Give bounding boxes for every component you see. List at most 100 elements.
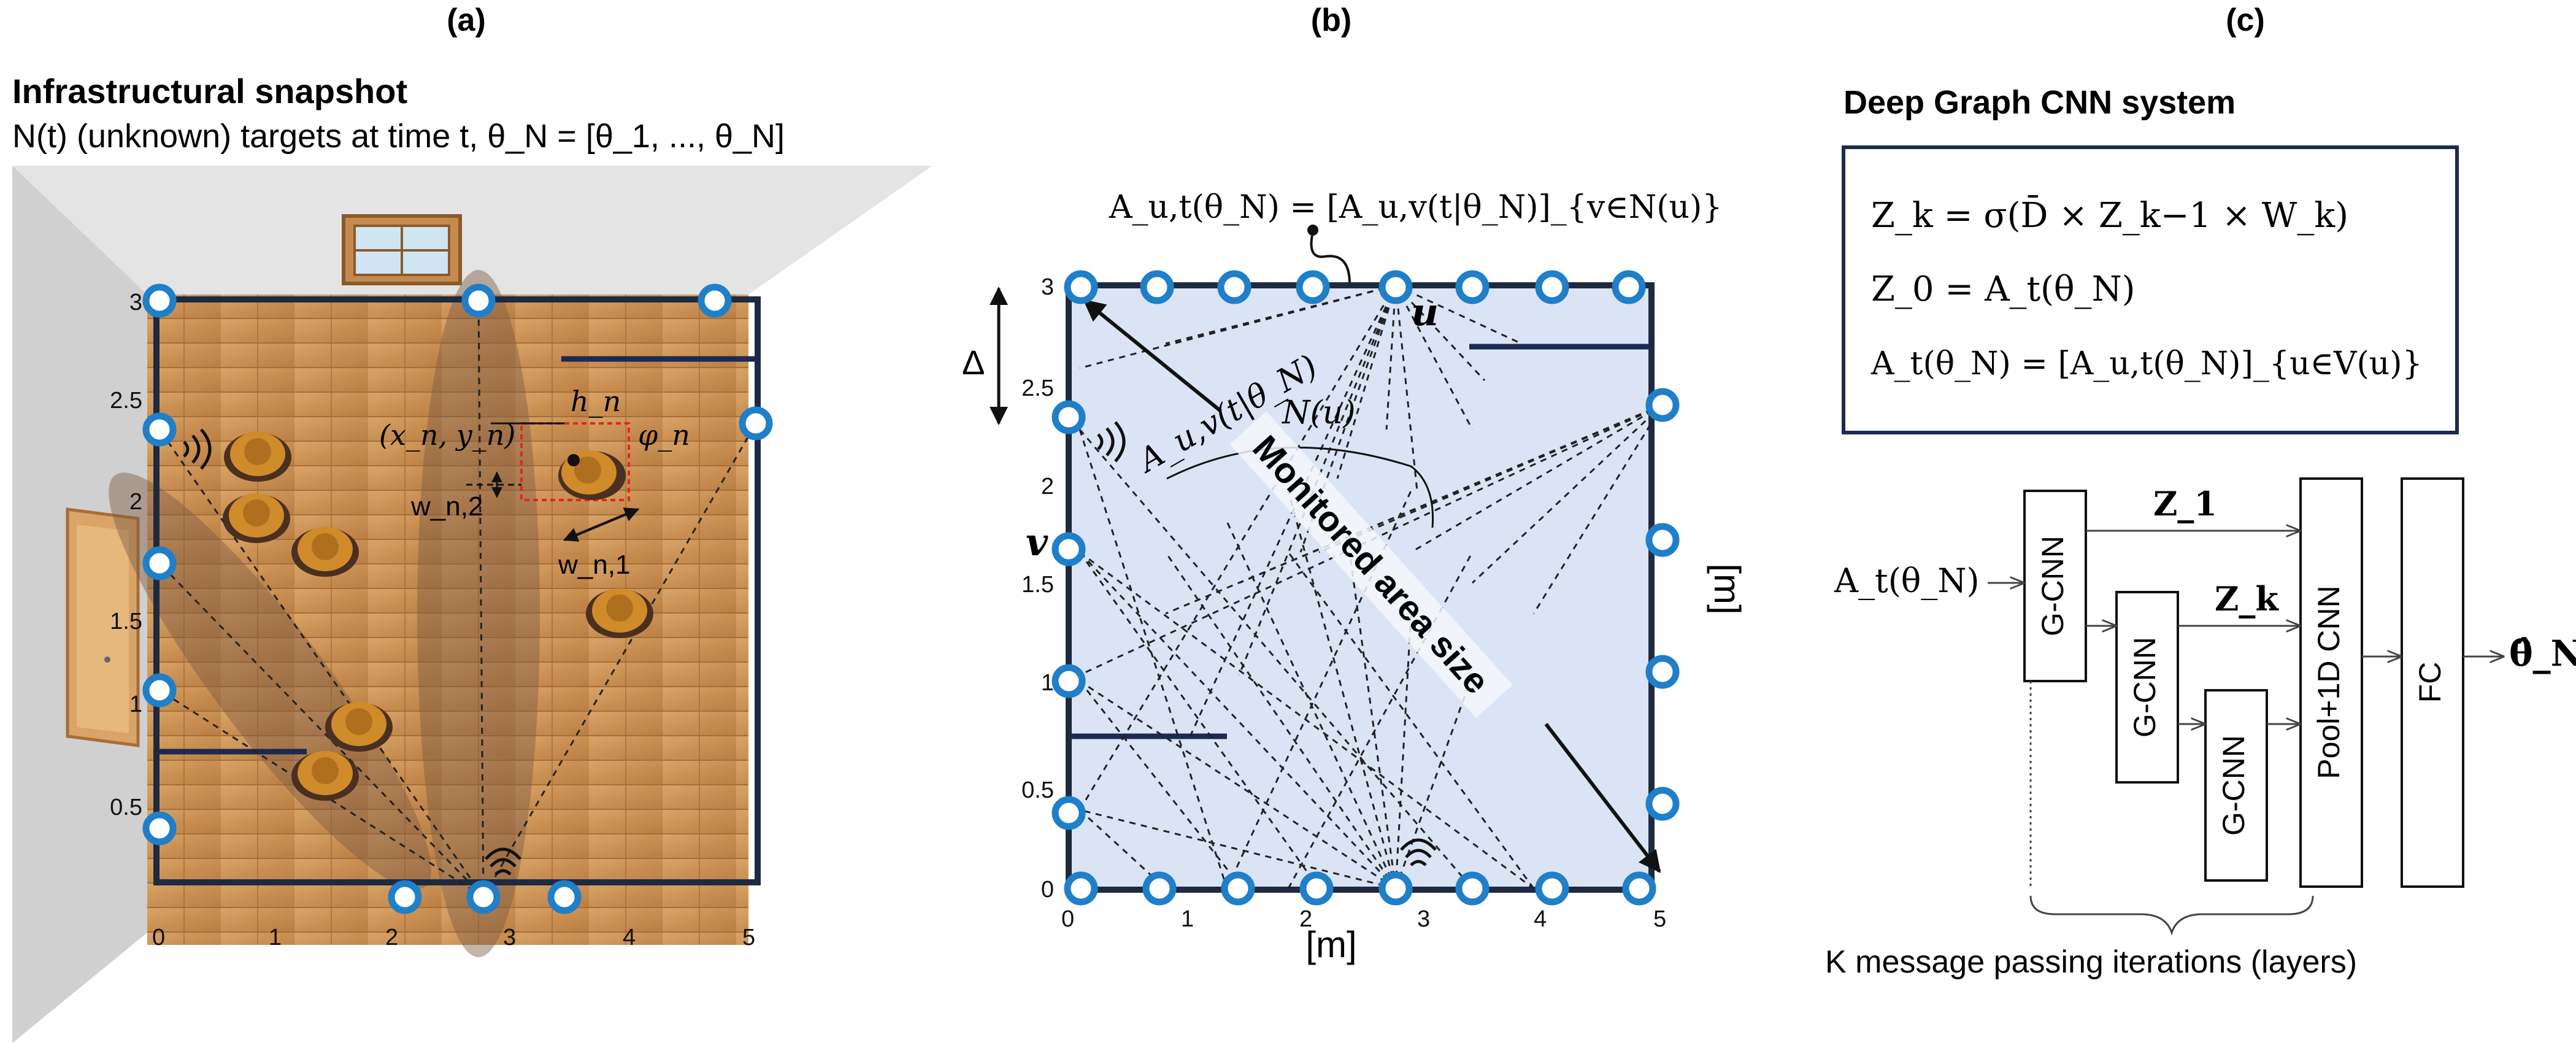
a-formula: A_u,t(θ_N) = [A_u,v(t|θ_N)]_{v∈N(u)} xyxy=(1109,189,1722,226)
equation-3: A_t(θ_N) = [A_u,t(θ_N)]_{u∈V(u)} xyxy=(1870,345,2423,382)
sensor-node xyxy=(1455,871,1490,906)
person-icon xyxy=(291,751,359,801)
equation-1: Z_k = σ(D̄ × Z_k−1 × W_k) xyxy=(1871,195,2348,236)
sensor-node xyxy=(739,406,773,441)
x-tick: 1 xyxy=(269,925,282,950)
u-label: u xyxy=(1411,290,1439,334)
person-icons xyxy=(223,422,653,801)
gcnn-block-2 xyxy=(2115,591,2179,784)
y-unit-label: [m] xyxy=(1707,563,1748,614)
target-annotations: (x_n, y_n) h_n φ_n w_n,2 w_n,1 xyxy=(379,385,690,580)
sensor-node xyxy=(1645,388,1680,422)
panel-b: (b) A_u,t(θ_N) = [A_u,v(t|θ_N)]_{v∈N(u)} xyxy=(962,2,1748,965)
person-icon-highlighted xyxy=(520,422,630,501)
panel-b-y-ticks: 0 0.5 1 1.5 2 2.5 3 xyxy=(1021,274,1054,903)
sensor-node xyxy=(1645,655,1680,689)
panel-b-x-ticks: 0 1 2 3 4 5 xyxy=(1061,906,1666,932)
panel-a-title: Infrastructural snapshot xyxy=(12,72,407,110)
sensor-node xyxy=(1052,664,1086,698)
h-label: h_n xyxy=(571,385,621,418)
panel-c-tag: (c) xyxy=(2226,2,2265,38)
y-tick: 2 xyxy=(1041,474,1054,499)
person-icon xyxy=(325,702,393,752)
x-tick: 5 xyxy=(742,925,755,950)
window-icon xyxy=(342,214,462,285)
y-tick: 2.5 xyxy=(1021,376,1054,401)
z1-label: Z_1 xyxy=(2153,484,2217,523)
zk-label: Z_k xyxy=(2215,579,2279,618)
panel-a-subtitle: N(t) (unknown) targets at time t, θ_N = … xyxy=(12,118,785,155)
sensor-node xyxy=(1455,270,1490,304)
equation-2: Z_0 = A_t(θ_N) xyxy=(1871,269,2135,309)
sensor-node xyxy=(1052,796,1086,830)
sensor-node xyxy=(1052,400,1086,434)
sensor-nodes-a xyxy=(142,283,773,914)
sensor-node-v xyxy=(1052,532,1086,566)
panel-a: (a) Infrastructural snapshot N(t) (unkno… xyxy=(12,2,932,1043)
sensor-node xyxy=(1221,871,1255,906)
x-unit-label: [m] xyxy=(1305,924,1356,965)
nu-label: N(u) xyxy=(1281,395,1356,431)
x-tick: 0 xyxy=(1061,906,1074,932)
person-icon xyxy=(586,588,653,638)
sensor-node xyxy=(1140,270,1174,304)
panel-a-tag: (a) xyxy=(447,2,486,38)
y-tick: 0.5 xyxy=(110,795,142,820)
y-tick: 1.5 xyxy=(110,609,142,634)
gcnn-block-1 xyxy=(2023,490,2087,682)
person-icon xyxy=(291,527,359,577)
delta-label: Δ xyxy=(962,343,985,382)
sensor-node xyxy=(1142,871,1177,906)
fc-block xyxy=(2401,477,2464,888)
sensor-node xyxy=(142,546,177,580)
signal-icon xyxy=(183,428,212,470)
position-label: (x_n, y_n) xyxy=(379,418,515,452)
x-tick: 4 xyxy=(623,925,636,950)
panel-a-y-ticks: 0.5 1 1.5 2 2.5 3 xyxy=(110,290,142,820)
sensor-node xyxy=(1296,270,1330,304)
sensor-node xyxy=(142,283,177,318)
sensor-node xyxy=(1535,270,1569,304)
fc-label: FC xyxy=(2413,662,2447,703)
sensor-node xyxy=(698,283,732,318)
gcnn-label-3: G-CNN xyxy=(2217,735,2251,836)
sensor-node-u xyxy=(1378,270,1413,304)
link-lines-b xyxy=(1078,284,1664,890)
sensor-node xyxy=(1622,871,1656,906)
neighborhood-arc xyxy=(1166,446,1434,528)
y-tick: 3 xyxy=(129,290,142,315)
panel-c: (c) Deep Graph CNN system Z_k = σ(D̄ × Z… xyxy=(1825,2,2576,980)
y-tick: 3 xyxy=(1041,274,1054,300)
x-tick: 4 xyxy=(1534,906,1547,932)
diagonal-arrow-down xyxy=(1544,723,1661,873)
sensor-node xyxy=(388,880,422,914)
signal-icon xyxy=(485,847,521,876)
sensor-node xyxy=(142,412,177,447)
y-tick: 1 xyxy=(129,692,142,717)
phi-label: φ_n xyxy=(638,418,690,452)
diagonal-arrow-up xyxy=(1083,299,1222,413)
sensor-node xyxy=(1645,787,1680,821)
sensor-node xyxy=(547,880,582,914)
y-tick: 2 xyxy=(129,489,142,515)
sensor-node xyxy=(142,673,177,707)
gcnn-label-1: G-CNN xyxy=(2036,536,2070,636)
sensor-node xyxy=(142,811,177,846)
layers-brace xyxy=(2029,895,2314,936)
x-tick: 2 xyxy=(1299,906,1312,932)
pool-label: Pool+1D CNN xyxy=(2312,585,2346,779)
gcnn-label-2: G-CNN xyxy=(2128,637,2162,738)
room-boundary xyxy=(153,296,761,885)
equation-box xyxy=(1842,145,2459,434)
sensor-node xyxy=(1299,871,1334,906)
sensor-node xyxy=(1535,871,1569,906)
beam-shadow-2 xyxy=(417,270,540,957)
person-icon xyxy=(223,493,290,543)
sensor-node xyxy=(1378,871,1413,906)
back-wall xyxy=(12,166,932,295)
sensor-node xyxy=(1064,871,1098,906)
gcnn-block-3 xyxy=(2204,689,2268,882)
layers-caption: K message passing iterations (layers) xyxy=(1825,944,2357,980)
formula-pointer xyxy=(1310,231,1351,285)
